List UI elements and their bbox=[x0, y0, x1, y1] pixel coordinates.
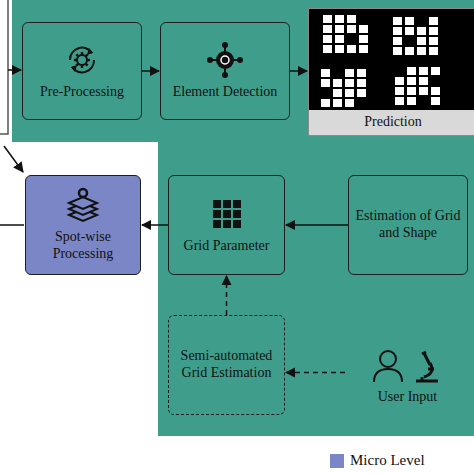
legend-label: Micro Level bbox=[350, 452, 425, 469]
connector-arrow bbox=[286, 224, 348, 226]
output-line bbox=[0, 224, 24, 226]
detect-icon bbox=[205, 42, 245, 78]
connector-arrow bbox=[226, 276, 228, 315]
node-label: Prediction bbox=[309, 110, 474, 135]
connector-arrow bbox=[142, 70, 159, 72]
node-label: Grid Parameter bbox=[184, 238, 270, 255]
dashed-box: Semi-automated Grid Estimation bbox=[168, 315, 285, 415]
node-label: Estimation of Grid and Shape bbox=[353, 208, 463, 242]
process-box: Grid Parameter bbox=[168, 175, 285, 275]
process-box: Estimation of Grid and Shape bbox=[348, 175, 468, 275]
legend-entry: Micro Level bbox=[330, 452, 425, 469]
teal-region bbox=[12, 0, 474, 436]
stack-icon bbox=[63, 187, 103, 223]
node-label: Element Detection bbox=[173, 84, 278, 101]
gear-icon bbox=[62, 42, 102, 78]
user-input: User Input bbox=[345, 330, 470, 422]
connector-arrow bbox=[290, 70, 307, 72]
node-label: User Input bbox=[378, 389, 438, 406]
process-box: Pre-Processing bbox=[22, 22, 142, 120]
user-icon bbox=[372, 347, 444, 383]
input-arrow bbox=[4, 146, 23, 172]
prediction-image bbox=[309, 9, 466, 110]
node-label: Semi-automated Grid Estimation bbox=[173, 348, 280, 382]
connector-arrow bbox=[286, 372, 345, 374]
input-arrow bbox=[8, 69, 21, 71]
input-image-box bbox=[0, 0, 8, 134]
connector-arrow bbox=[142, 224, 168, 226]
grid-icon bbox=[207, 196, 247, 232]
node-label: Spot-wise Processing bbox=[30, 229, 136, 263]
node-label: Pre-Processing bbox=[40, 84, 124, 101]
micro-level-box: Spot-wise Processing bbox=[25, 175, 141, 275]
prediction-panel: Prediction bbox=[308, 8, 474, 136]
process-box: Element Detection bbox=[160, 22, 290, 120]
legend-swatch bbox=[330, 454, 344, 468]
